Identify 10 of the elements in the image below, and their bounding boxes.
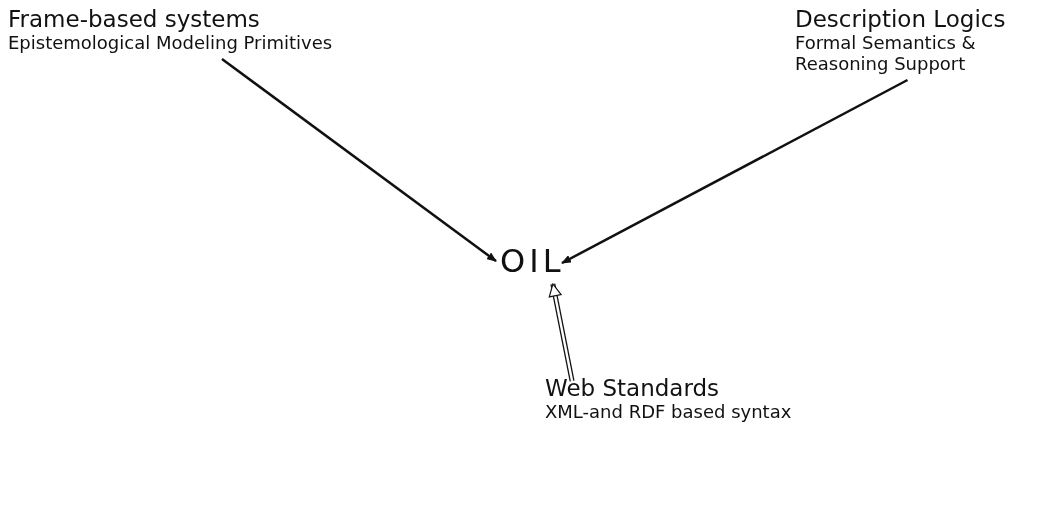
node-title: Description Logics — [795, 6, 1006, 32]
arrow — [561, 78, 909, 265]
node-label: OIL — [500, 242, 565, 280]
node-description: Formal Semantics & Reasoning Support — [795, 32, 977, 74]
node-title: Frame-based systems — [8, 6, 260, 32]
arrow — [548, 283, 575, 382]
node-description: XML-and RDF based syntax — [545, 401, 792, 422]
node-title: Web Standards — [545, 375, 720, 401]
arrow — [221, 58, 497, 263]
node-description: Epistemological Modeling Primitives — [8, 32, 333, 53]
